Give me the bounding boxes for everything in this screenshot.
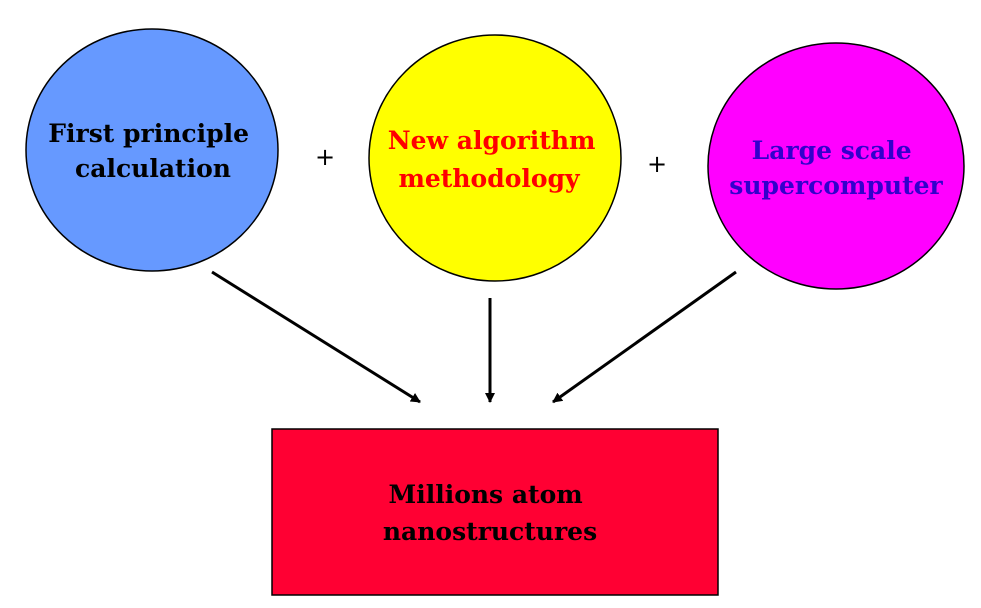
arrow-supercomputer-to-result — [552, 270, 737, 404]
plus-operator-2: + — [647, 150, 667, 178]
arrow-first-to-result — [211, 270, 421, 404]
new-algorithm-circle — [368, 34, 622, 282]
large-scale-label-line1: Large scale — [752, 136, 912, 165]
result-box — [271, 428, 719, 596]
first-principle-circle — [25, 28, 279, 272]
large-scale-label-line2: supercomputer — [729, 171, 943, 200]
node-result: Millions atom nanostructures — [271, 428, 719, 596]
result-label-line1: Millions atom — [389, 480, 583, 509]
new-algorithm-label-line1: New algorithm — [388, 126, 596, 155]
first-principle-label: First principle calculation — [48, 119, 257, 183]
plus-operator-1: + — [315, 143, 335, 171]
result-label-line2: nanostructures — [383, 517, 597, 546]
large-scale-circle — [707, 42, 965, 290]
new-algorithm-label-line2: methodology — [398, 164, 581, 193]
large-scale-label: Large scale supercomputer — [729, 136, 943, 200]
new-algorithm-label: New algorithm methodology — [388, 126, 604, 193]
first-principle-label-line2: calculation — [75, 154, 231, 183]
result-label: Millions atom nanostructures — [383, 480, 597, 546]
node-large-scale: Large scale supercomputer — [707, 42, 965, 290]
node-new-algorithm: New algorithm methodology — [368, 34, 622, 282]
node-first-principle: First principle calculation — [25, 28, 279, 272]
first-principle-label-line1: First principle — [48, 119, 249, 148]
